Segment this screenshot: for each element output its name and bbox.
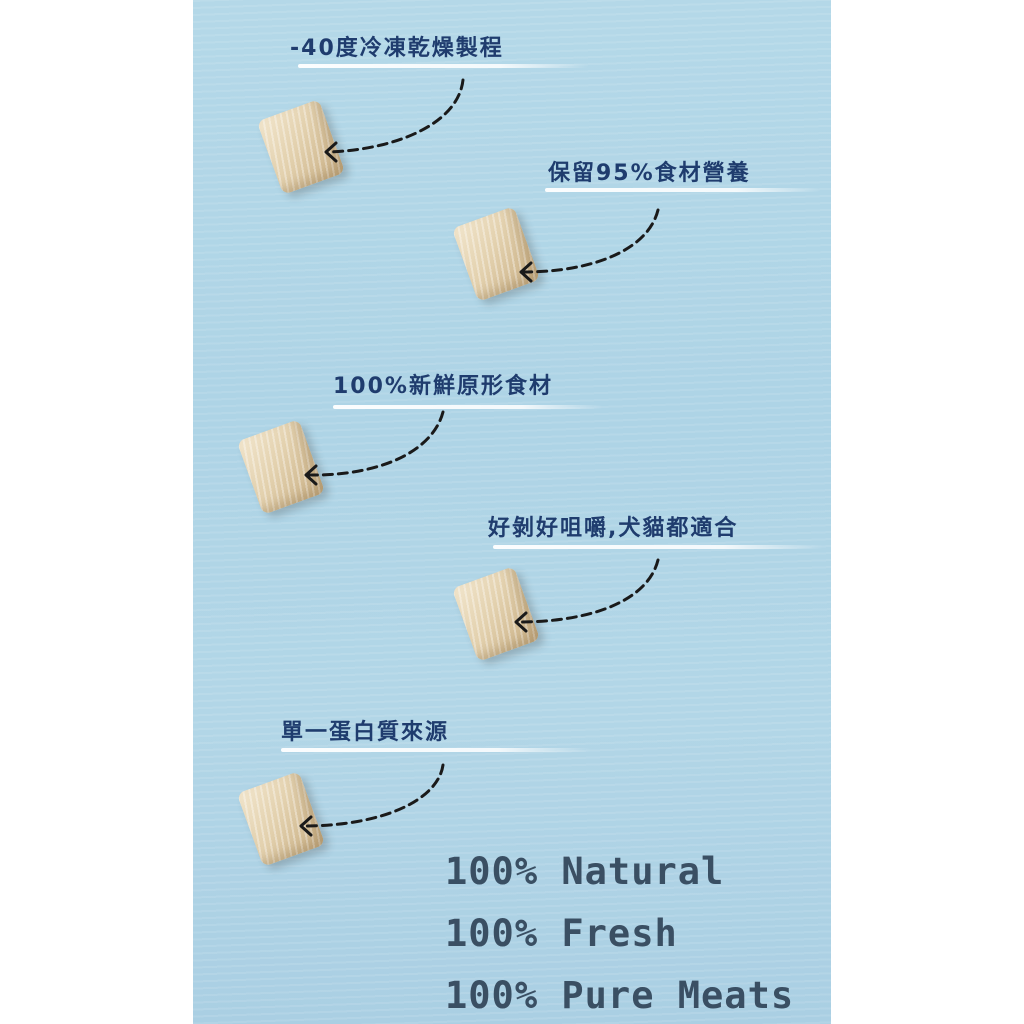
dashed-arrow-icon xyxy=(521,208,660,274)
product-poster: -40度冷凍乾燥製程 保留95%食材營養 100%新鮮原形食材 好剝好咀嚼,犬貓… xyxy=(193,0,831,1024)
arrow-head-icon xyxy=(519,261,533,283)
arrow-head-icon xyxy=(324,141,338,163)
feature-underline xyxy=(493,545,823,549)
feature-underline xyxy=(298,64,588,68)
dashed-arrows xyxy=(299,78,660,837)
slogan-fresh: 100% Fresh xyxy=(445,912,678,955)
feature-label-nutrition: 保留95%食材營養 xyxy=(548,161,751,186)
dashed-arrow-icon xyxy=(301,763,445,828)
feature-label-freeze-dry: -40度冷凍乾燥製程 xyxy=(290,36,504,61)
feature-label-fresh-ingredients: 100%新鮮原形食材 xyxy=(333,374,553,399)
feature-underline xyxy=(281,748,591,752)
arrow-head-icon xyxy=(304,464,318,486)
arrow-head-icon xyxy=(514,611,528,633)
dashed-arrow-icon xyxy=(326,78,465,154)
feature-label-single-protein: 單一蛋白質來源 xyxy=(281,720,450,745)
feature-underline xyxy=(545,188,820,192)
feature-label-easy-chew: 好剝好咀嚼,犬貓都適合 xyxy=(488,516,739,541)
feature-underline xyxy=(333,405,603,409)
arrow-head-icon xyxy=(299,815,313,837)
slogan-pure-meats: 100% Pure Meats xyxy=(445,974,795,1017)
dashed-arrow-icon xyxy=(516,558,660,624)
dashed-arrow-icon xyxy=(306,410,445,477)
slogan-natural: 100% Natural xyxy=(445,850,725,893)
